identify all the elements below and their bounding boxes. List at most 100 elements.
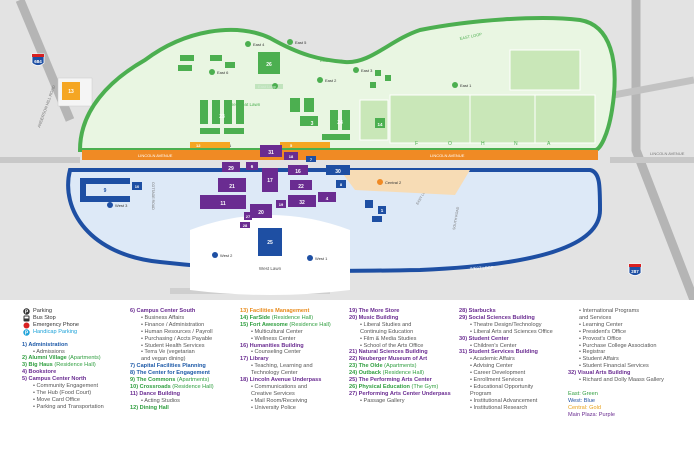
building-32[interactable]	[288, 195, 316, 207]
legend-entry-name: 12) Dining Hall	[130, 404, 169, 411]
legend-sub-item: • Passage Gallery	[360, 397, 405, 404]
building-15-cluster[interactable]	[178, 55, 235, 71]
legend-sub-item: • Film & Media Studies	[360, 335, 417, 342]
legend-entry-name: 26) Physical Education	[349, 383, 410, 390]
building-9-label: 9	[104, 188, 107, 194]
svg-text:West 3: West 3	[115, 203, 128, 208]
legend-sub-item: • Wellness Center	[251, 335, 296, 342]
building-12[interactable]	[190, 142, 230, 148]
legend-entry-name: 6) Campus Center South	[130, 308, 196, 314]
legend-sub-item: Continuing Education	[360, 328, 414, 335]
building-1-cluster[interactable]	[365, 200, 386, 222]
legend-sub-item: • Student Affairs	[579, 356, 619, 363]
building-7[interactable]	[306, 156, 316, 162]
key-parking: P Parking	[22, 308, 132, 315]
legend-entry-name: 21) Natural Sciences Building	[349, 349, 428, 356]
building-14[interactable]	[375, 118, 385, 128]
building-11[interactable]	[200, 195, 246, 209]
legend-sub-item: • Academic Affairs	[470, 356, 515, 363]
key-emergency-phone: Emergency Phone	[22, 322, 132, 329]
building-28[interactable]	[240, 222, 250, 228]
legend-entry: 6) Campus Center South	[130, 308, 240, 315]
legend-entry-name: 10) Crossroads	[130, 383, 171, 390]
legend-sub-item: • Finance / Administration	[141, 321, 205, 328]
zone-legend-item: Central: Gold	[568, 404, 601, 411]
great-lawn-label: The Great Lawn	[228, 102, 261, 107]
legend-entry-name: 11) Dance Building	[130, 390, 181, 397]
legend-sub-item: • Institutional Advancement	[470, 397, 538, 404]
lot-west3[interactable]: West 3	[107, 202, 128, 208]
building-30[interactable]	[326, 165, 350, 175]
building-3-cluster[interactable]	[290, 98, 318, 126]
legend-sub-item: • Terra Ve (vegetarian	[141, 349, 195, 356]
highway-287-north	[631, 0, 694, 300]
legend-sub-item: • Student Financial Services	[579, 363, 649, 370]
building-6[interactable]	[246, 162, 258, 170]
legend-entry: 7) Capital Facilities Planning	[130, 363, 240, 370]
legend-sub-item: • Liberal Studies and	[360, 321, 412, 328]
legend-entry-name: 2) Alumni Village	[22, 355, 67, 362]
building-25[interactable]	[258, 228, 282, 256]
legend-sub-item: • Purchasing / Accts Payable	[141, 335, 213, 342]
building-30-label: 30	[335, 169, 341, 175]
legend-entry-name: 19) The More Store	[349, 308, 400, 314]
legend-sub-item: • Move Card Office	[33, 396, 80, 403]
building-26[interactable]	[258, 52, 280, 74]
building-26-label: 26	[266, 62, 272, 68]
legend-sub-item: Program	[470, 390, 492, 397]
building-13[interactable]	[62, 82, 80, 100]
lincoln-offcampus-label: LINCOLN AVENUE	[650, 151, 685, 156]
building-17[interactable]	[262, 168, 278, 192]
fohna-n: N	[514, 141, 518, 147]
svg-text:Central 2: Central 2	[385, 180, 402, 185]
legend-entry-name: 14) FarSide	[240, 314, 271, 321]
legend-sub-item: • Registrar	[579, 349, 606, 356]
building-23-cluster[interactable]	[200, 100, 244, 134]
legend-entry: 27) Performing Arts Center Underpass	[349, 391, 459, 398]
building-22[interactable]	[290, 180, 312, 190]
legend-entry: 25) The Performing Arts Center	[349, 377, 459, 384]
building-9-cluster[interactable]	[80, 178, 130, 202]
building-1-label: 1	[381, 208, 384, 213]
legend-sub-item: • Liberal Arts and Sciences Office	[470, 328, 553, 335]
legend-sub-item: and vegan dining)	[141, 356, 186, 363]
east-loop-top-label: EAST LOOP	[320, 58, 343, 63]
building-27[interactable]	[244, 212, 252, 220]
legend-sub-item: • Advising Center	[470, 363, 513, 370]
building-32-label: 32	[299, 200, 305, 206]
building-19[interactable]	[276, 200, 286, 208]
lot-east2[interactable]: East 2	[317, 77, 337, 83]
building-31[interactable]	[260, 145, 282, 157]
legend-entry-name: 9) The Commons	[130, 377, 176, 384]
building-5[interactable]	[280, 142, 330, 148]
building-24-label: 24	[337, 120, 343, 126]
building-29[interactable]	[222, 162, 240, 172]
building-8[interactable]	[336, 180, 346, 188]
lot-east3[interactable]: East 3	[353, 67, 373, 73]
emergency-phone-icon	[22, 322, 30, 329]
legend-entry-name: 25) The Performing Arts Center	[349, 377, 432, 384]
building-10[interactable]	[132, 182, 142, 190]
building-24-cluster[interactable]	[322, 110, 350, 140]
building-4[interactable]	[318, 192, 336, 202]
lot-east6[interactable]: East 6	[209, 69, 229, 75]
fohna-h: H	[481, 141, 485, 147]
lot-east4[interactable]: East 4	[245, 41, 265, 47]
svg-text:East 3: East 3	[361, 68, 373, 73]
lot-west1[interactable]: West 1	[307, 255, 328, 261]
lot-east-loop[interactable]: East Loop	[258, 83, 278, 89]
building-16[interactable]	[288, 165, 308, 175]
building-20[interactable]	[250, 204, 272, 218]
building-18[interactable]	[284, 152, 298, 160]
lot-east5[interactable]: East 5	[287, 39, 307, 45]
building-7-label: 7	[310, 157, 313, 162]
building-2-cluster[interactable]	[370, 70, 391, 88]
lot-east1[interactable]: East 1	[452, 82, 472, 88]
lot-central2[interactable]: Central 2	[377, 179, 402, 185]
campus-map[interactable]: LINCOLN AVENUE ANDERSON HILL ROAD 684 28…	[0, 0, 694, 300]
fohna-f: F	[415, 141, 418, 147]
legend-entry-name: 29) Social Sciences Building	[459, 314, 535, 321]
building-21[interactable]	[218, 178, 246, 192]
lot-west2[interactable]: West 2	[212, 252, 233, 258]
legend-sub-item: • Career Development	[470, 370, 526, 377]
